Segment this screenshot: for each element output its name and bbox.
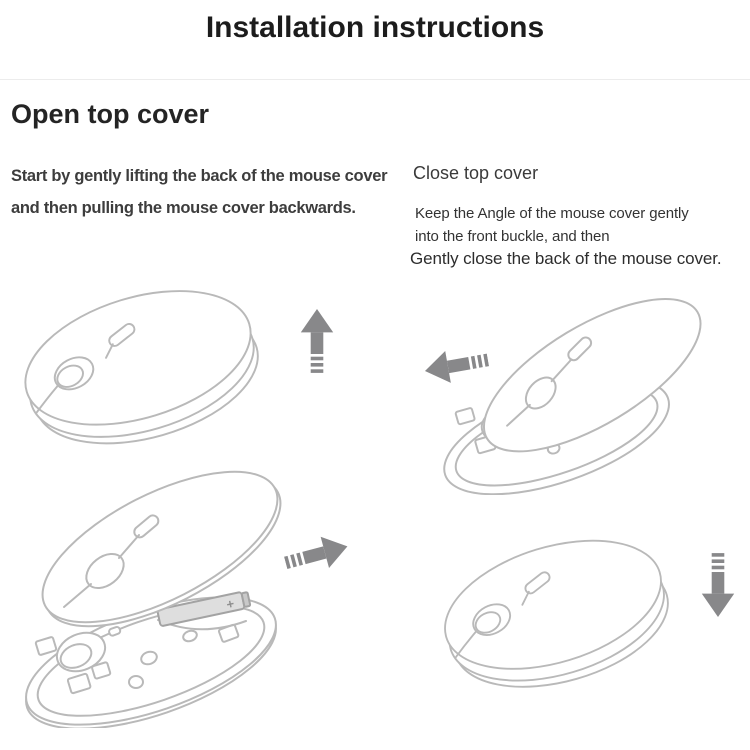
mouse-top-cover bbox=[41, 470, 282, 628]
mouse-body bbox=[428, 516, 684, 710]
close-top-cover-heading: Close top cover bbox=[413, 163, 539, 183]
close-instruction-emphasis: Gently close the back of the mouse cover… bbox=[410, 249, 722, 268]
close-instruction-line-1: Keep the Angle of the mouse cover gently bbox=[415, 205, 689, 222]
header-divider bbox=[0, 79, 750, 80]
close-instruction-line-2: into the front buckle, and then bbox=[415, 228, 610, 245]
illustration-mouse-closed-lift bbox=[8, 265, 274, 468]
page-title: Installation instructions bbox=[205, 11, 545, 44]
battery: + bbox=[156, 591, 252, 627]
mouse-body bbox=[8, 265, 274, 468]
close-instructions: Keep the Angle of the mouse cover gently… bbox=[415, 202, 689, 248]
mouse-open-battery-drawing: + bbox=[25, 470, 282, 730]
mouse-closed-drawing bbox=[428, 516, 684, 710]
illustration-mouse-closed-final bbox=[428, 516, 684, 710]
open-instructions: Start by gently lifting the back of the … bbox=[11, 160, 388, 224]
arrow-up-icon bbox=[300, 309, 334, 373]
arrow-right-icon bbox=[281, 530, 352, 579]
scroll-wheel bbox=[55, 631, 107, 673]
mouse-closed-drawing bbox=[8, 265, 274, 468]
open-top-cover-heading: Open top cover bbox=[11, 99, 210, 129]
mouse-top-cover bbox=[482, 298, 702, 453]
open-instruction-line-1: Start by gently lifting the back of the … bbox=[11, 167, 388, 185]
illustration-mouse-open-battery: + bbox=[8, 468, 288, 733]
mouse-open-drawing bbox=[443, 298, 702, 496]
illustration-mouse-cover-removed bbox=[418, 297, 715, 500]
arrow-down-icon bbox=[701, 553, 735, 617]
battery-polarity-label: + bbox=[225, 596, 236, 612]
open-instruction-line-2: and then pulling the mouse cover backwar… bbox=[11, 199, 356, 217]
mouse-base bbox=[25, 596, 277, 730]
